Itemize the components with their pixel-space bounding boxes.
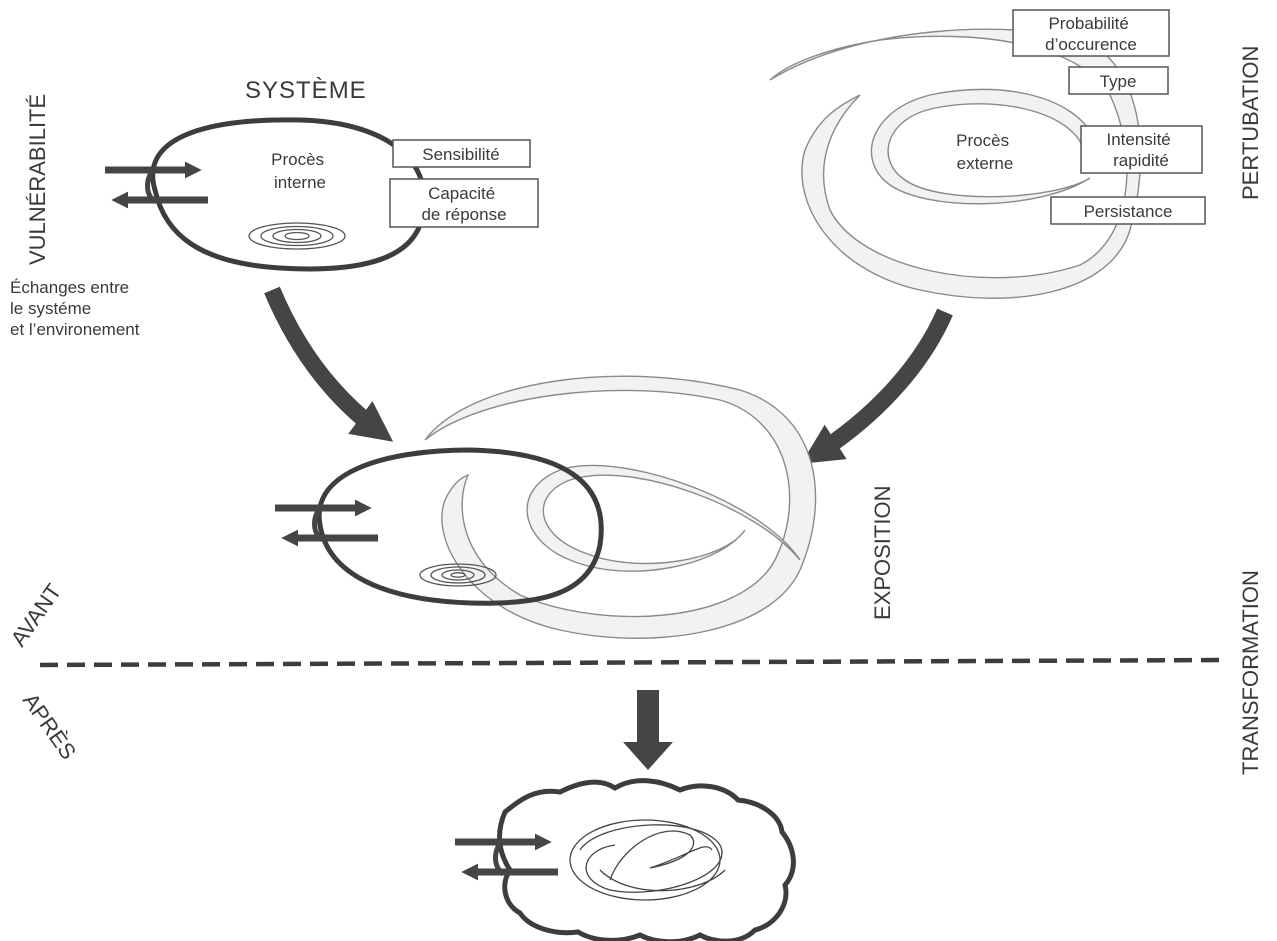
label-avant: AVANT bbox=[6, 579, 67, 651]
label-proces-interne: Procès interne bbox=[271, 150, 329, 192]
svg-text:Intensité rapidité: Intensité rapidité bbox=[1107, 130, 1176, 170]
arrow-perturbation-to-exposition-icon bbox=[801, 308, 953, 464]
label-echanges: Échanges entre le systéme et l’environem… bbox=[10, 278, 140, 339]
label-proces-externe: Procès externe bbox=[956, 131, 1014, 173]
arrow-transformation-icon bbox=[623, 690, 673, 770]
system-outline bbox=[150, 117, 427, 272]
svg-text:Type: Type bbox=[1100, 72, 1137, 91]
arrow-system-to-exposition-icon bbox=[264, 286, 394, 442]
tangled-process-icon bbox=[569, 819, 726, 901]
exposition-band bbox=[424, 375, 817, 639]
avant-apres-divider bbox=[39, 657, 1226, 668]
label-exposition: EXPOSITION bbox=[870, 486, 895, 620]
svg-text:Probabilité d’occurenc: Probabilité d’occurence bbox=[1045, 14, 1137, 54]
factor-type: Type bbox=[1068, 66, 1169, 95]
label-systeme: SYSTÈME bbox=[245, 77, 367, 104]
label-vulnerabilite: VULNÉRABILITÉ bbox=[25, 94, 50, 265]
label-transformation: TRANSFORMATION bbox=[1238, 570, 1263, 775]
spiral-exposed-icon bbox=[419, 563, 497, 587]
label-apres: APRÈS bbox=[18, 689, 81, 764]
system-transformed-outline bbox=[497, 778, 796, 941]
svg-text:Sensibilité: Sensibilité bbox=[422, 145, 500, 164]
system-exposed-outline bbox=[316, 447, 604, 606]
factor-probabilite: Probabilité d’occurence bbox=[1012, 9, 1170, 57]
perturbation-spiral: Procès externe Probabilité d’occurence T… bbox=[769, 9, 1206, 299]
spiral-interne-icon bbox=[248, 222, 346, 250]
factor-intensite: Intensité rapidité bbox=[1080, 125, 1203, 174]
label-perturbation: PERTUBATION bbox=[1238, 46, 1263, 200]
exposition-loop bbox=[526, 464, 801, 572]
svg-text:Capacité de réponse: Capacité de réponse bbox=[421, 184, 506, 224]
perturbation-loop bbox=[870, 88, 1096, 205]
factor-sensibilite: Sensibilité bbox=[392, 139, 531, 168]
system-after bbox=[455, 778, 796, 941]
factor-persistance: Persistance bbox=[1050, 196, 1206, 225]
svg-text:Persistance: Persistance bbox=[1084, 202, 1173, 221]
system-before: Procès interne Sensibilité Capacité de r… bbox=[105, 117, 539, 272]
exposition-group bbox=[275, 375, 817, 639]
factor-capacite: Capacité de réponse bbox=[389, 178, 539, 228]
